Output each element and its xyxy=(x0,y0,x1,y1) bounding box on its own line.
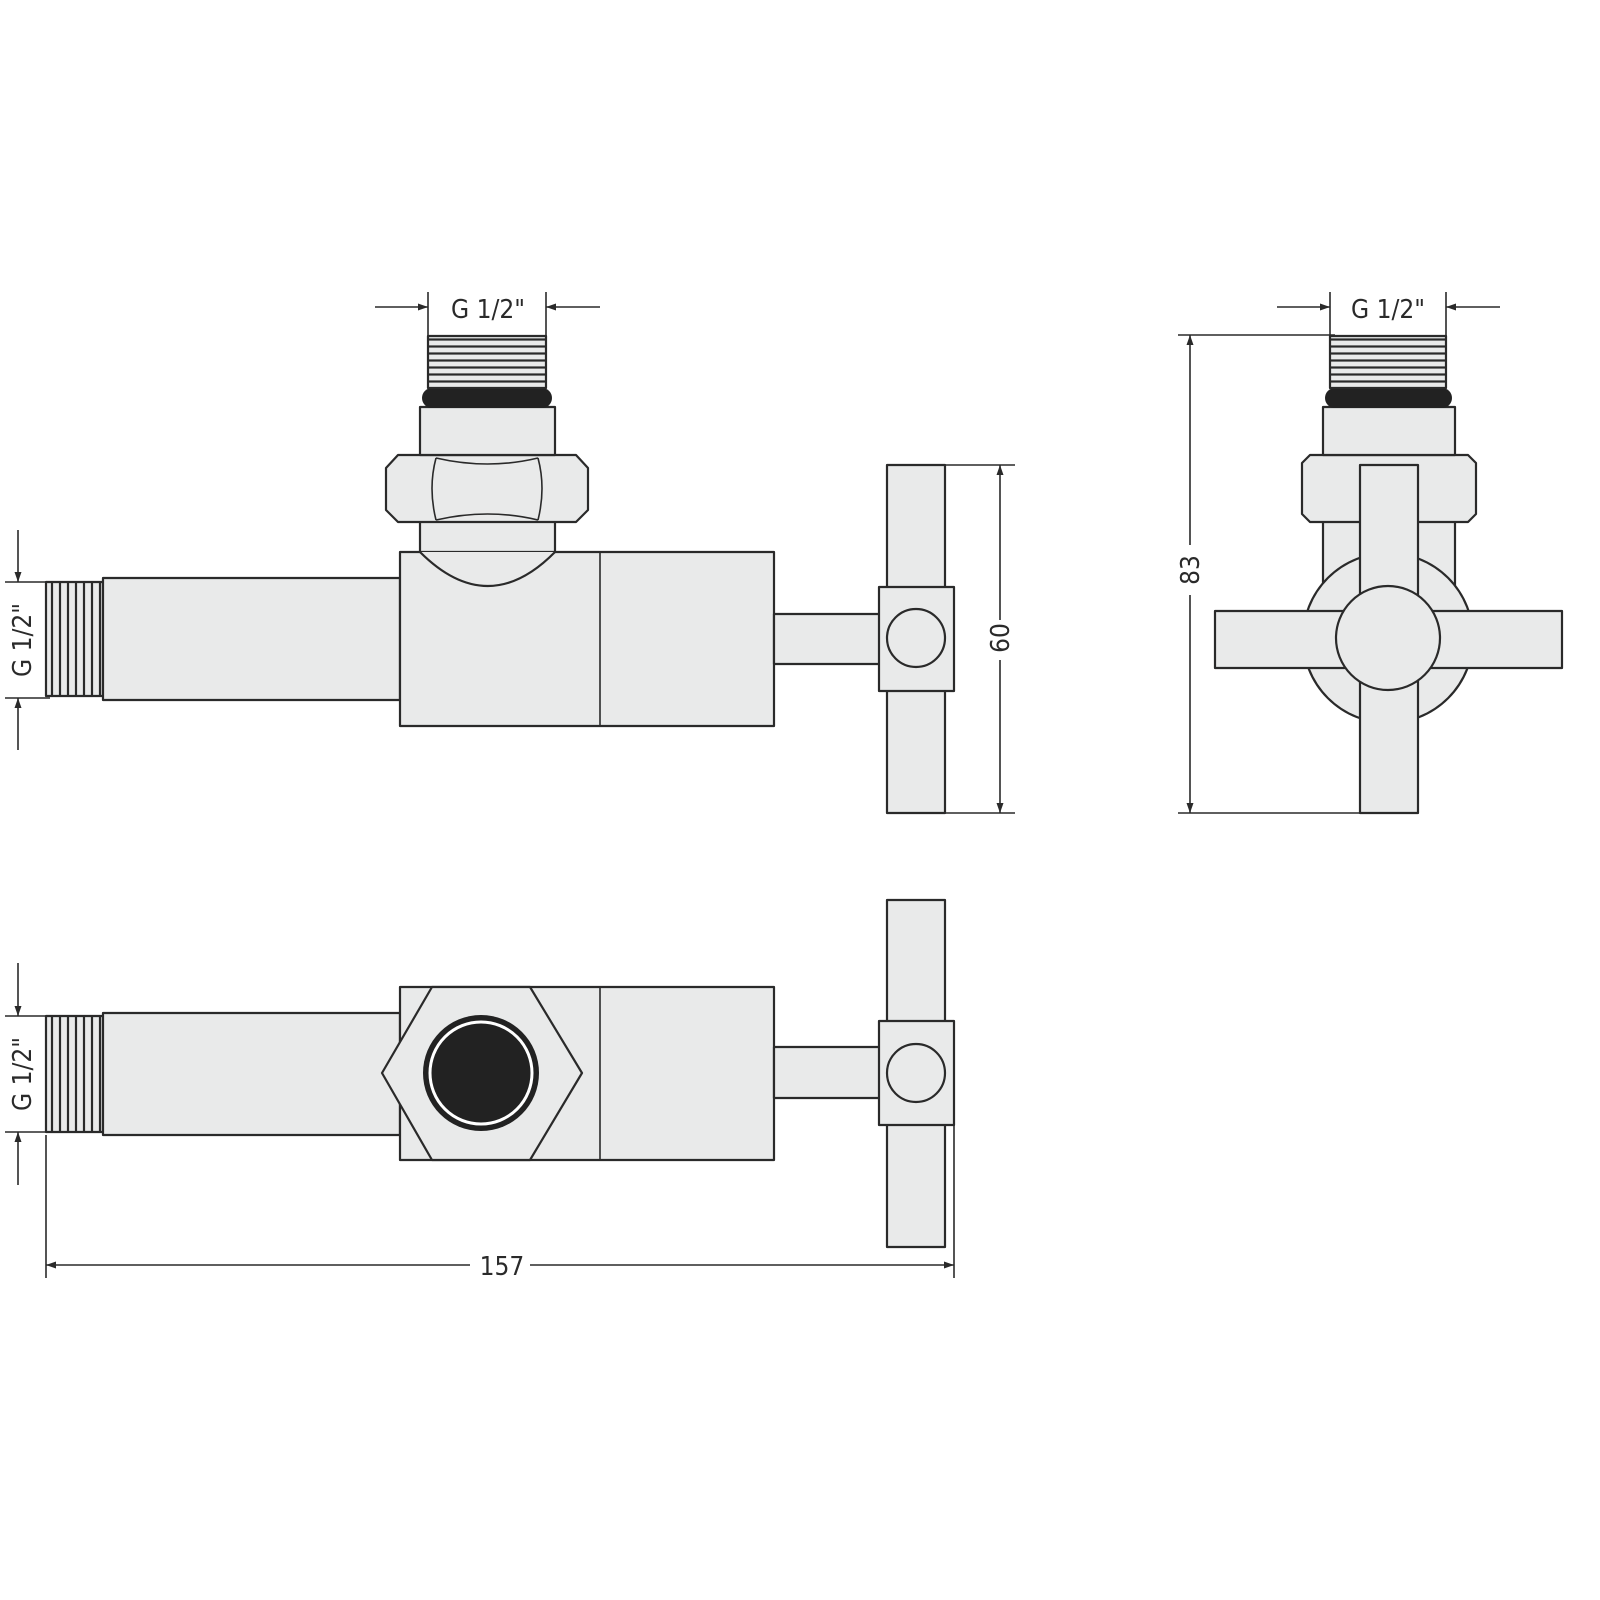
hub-cap xyxy=(1334,584,1442,692)
handle-height-label: 60 xyxy=(986,623,1016,653)
front-view: G 1/2" 60 G 1/2" xyxy=(5,292,1016,815)
hub-cap xyxy=(885,1042,947,1104)
side-view: G 1/2" 83 xyxy=(1176,292,1564,815)
side-thread xyxy=(44,580,105,698)
top-thread xyxy=(1328,334,1448,390)
body-curve xyxy=(419,551,556,588)
sleeve xyxy=(418,405,557,457)
hub-cap xyxy=(885,607,947,669)
side-pipe xyxy=(101,1011,402,1137)
bottom-thread-label: G 1/2" xyxy=(8,1037,38,1111)
stem xyxy=(772,612,882,666)
o-ring xyxy=(1325,388,1452,408)
top-thread xyxy=(426,334,548,390)
sleeve xyxy=(1321,405,1457,457)
stem xyxy=(772,1045,882,1100)
outlet-opening xyxy=(423,1015,539,1131)
o-ring xyxy=(422,388,552,408)
side-thread xyxy=(44,1014,105,1134)
total-length-label: 157 xyxy=(480,1252,525,1282)
top-view: G 1/2" 157 xyxy=(5,898,956,1282)
side-pipe xyxy=(101,576,402,702)
union-nut xyxy=(384,453,590,524)
right-thread-label: G 1/2" xyxy=(1351,295,1425,325)
top-thread-label: G 1/2" xyxy=(451,295,525,325)
side-thread-label: G 1/2" xyxy=(8,603,38,677)
total-height-label: 83 xyxy=(1176,555,1206,585)
